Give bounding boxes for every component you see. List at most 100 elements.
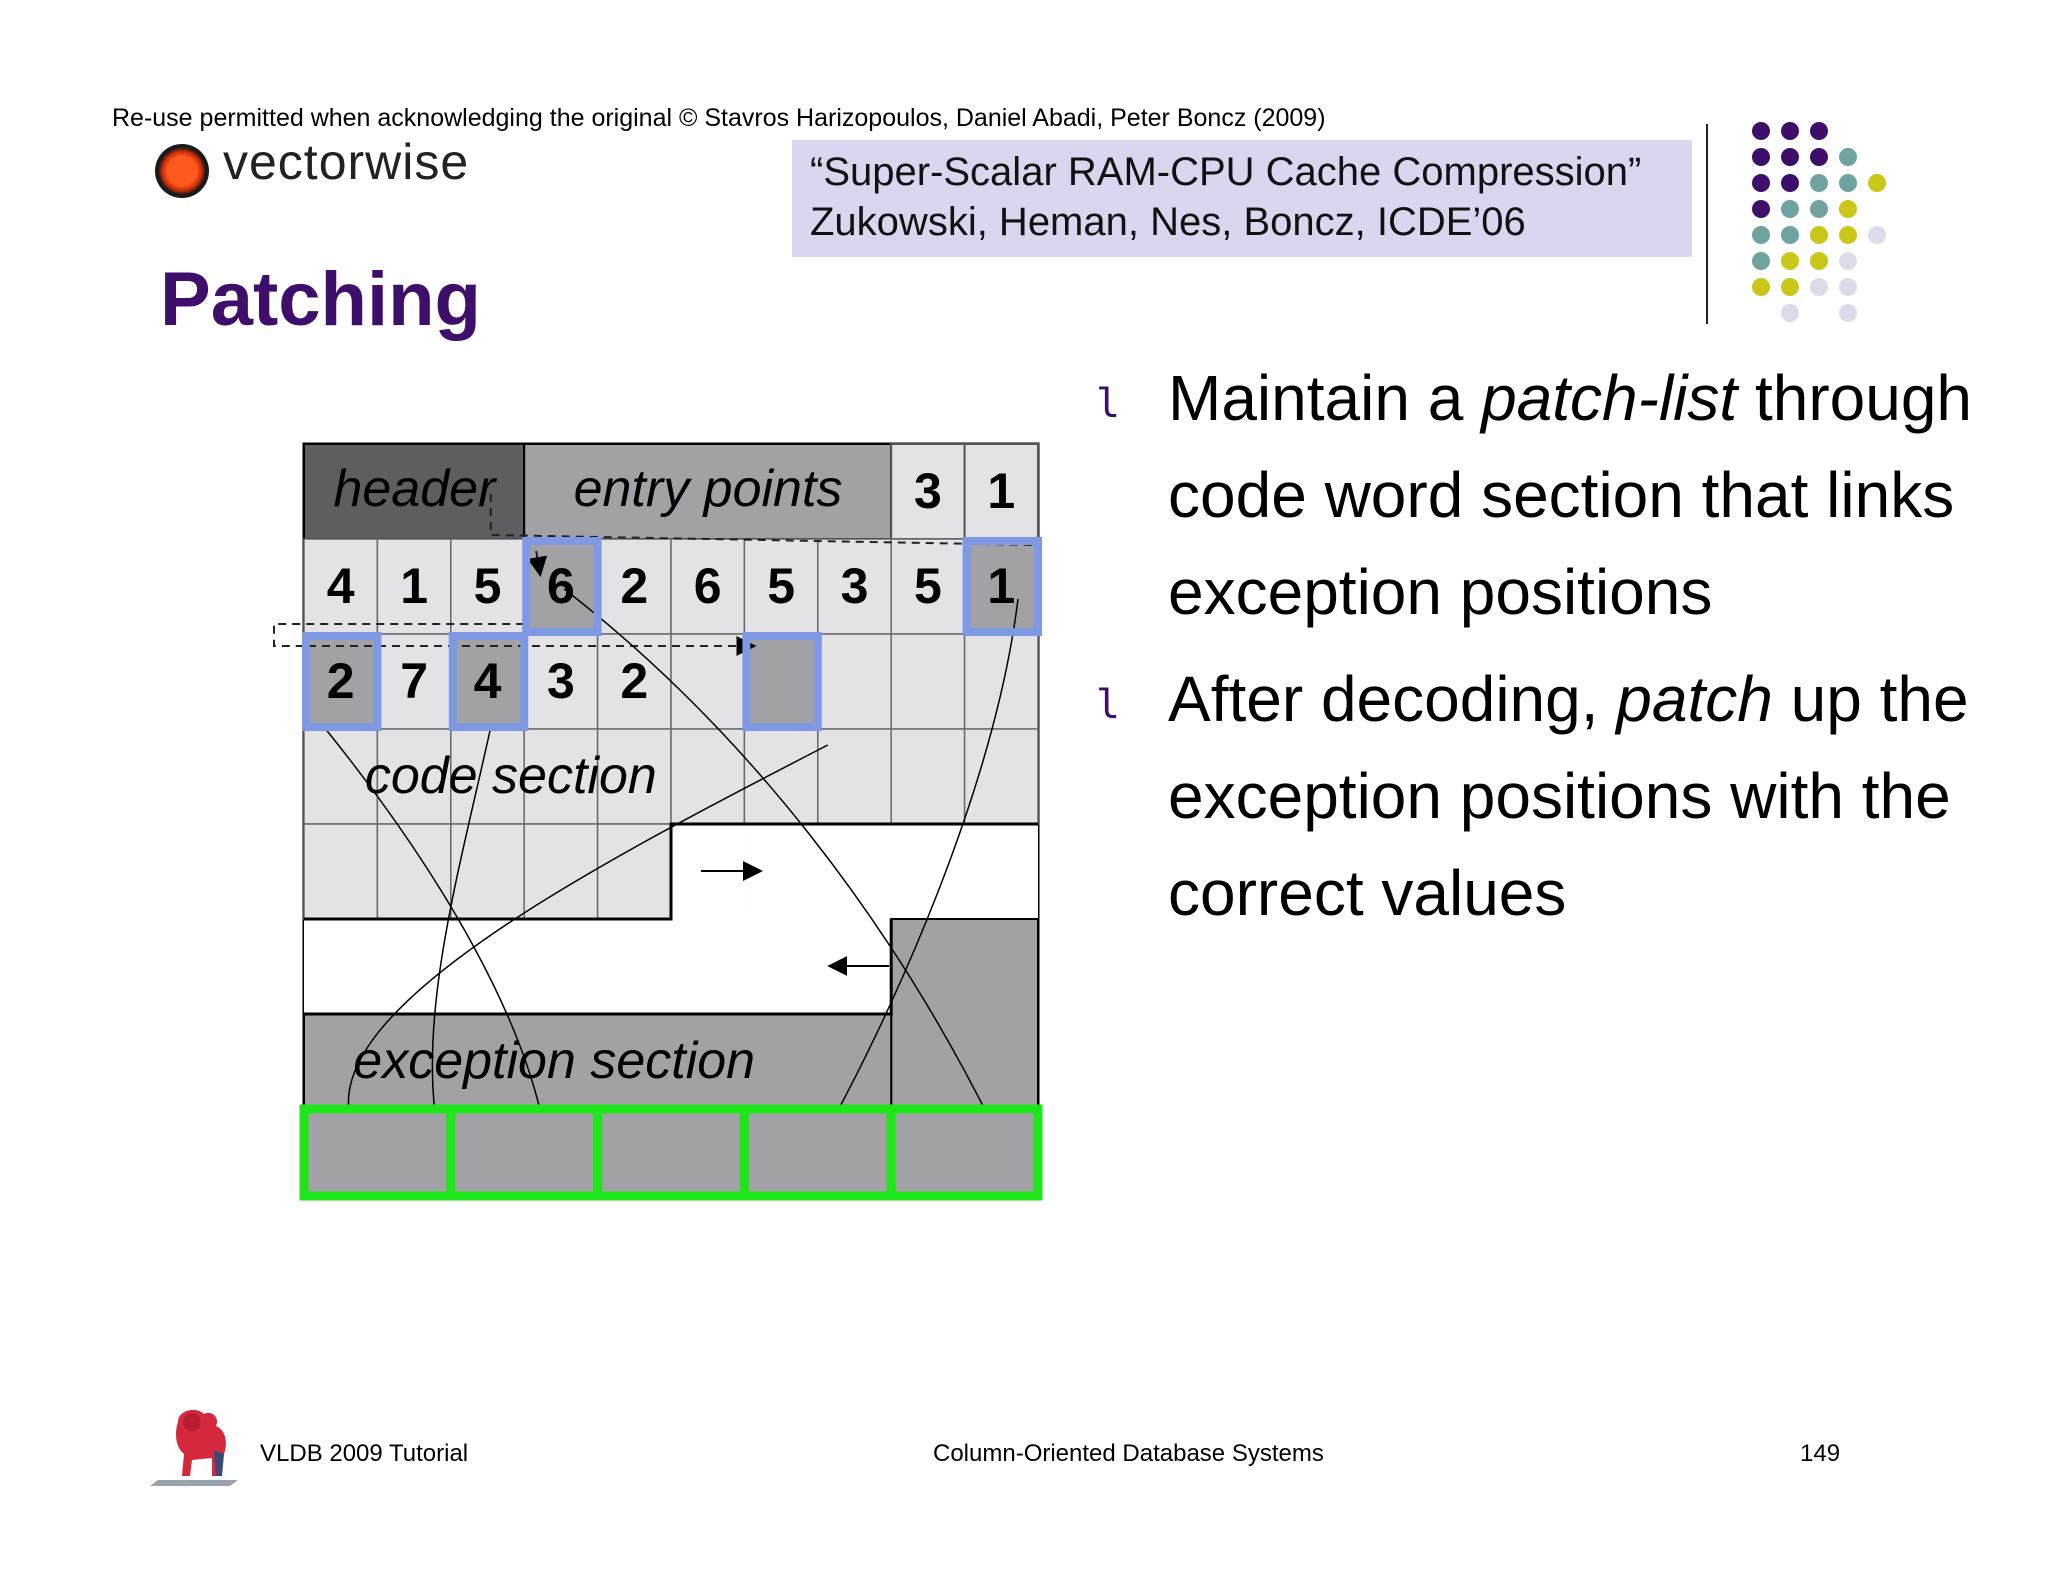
code-cell [303, 823, 379, 920]
free-space [891, 824, 965, 919]
decorative-dot [1752, 148, 1770, 166]
code-value: 5 [914, 558, 942, 614]
decorative-dot [1781, 226, 1799, 244]
bullet-text: Maintain a [1168, 362, 1482, 434]
code-cell [890, 633, 966, 730]
code-cell [523, 633, 599, 730]
reference-box: “Super-Scalar RAM-CPU Cache Compression”… [792, 140, 1692, 257]
decorative-dot [1868, 226, 1886, 244]
exception-highlight [742, 632, 822, 731]
free-space-border [304, 919, 893, 1016]
decorative-dot [1781, 278, 1799, 296]
decorative-dot [1839, 278, 1857, 296]
code-cell [596, 633, 672, 730]
exception-value-cell [446, 1104, 603, 1201]
code-cell [596, 538, 672, 635]
bullet-text: through code word section that links exc… [1168, 362, 1972, 628]
code-value: 3 [841, 558, 869, 614]
exception-cell [304, 634, 378, 729]
code-cell [670, 633, 746, 730]
decorative-dot [1752, 226, 1770, 244]
decorative-dot [1781, 122, 1799, 140]
header-block [303, 443, 526, 540]
exception-highlight [522, 537, 602, 636]
code-cell [890, 728, 966, 825]
exception-highlight [448, 632, 529, 731]
code-value: 6 [694, 558, 722, 614]
bullet-emphasis: patch-list [1481, 362, 1738, 434]
slide-title: Patching [160, 257, 481, 342]
decorative-dot [1839, 226, 1857, 244]
entry-value: 1 [987, 463, 1015, 519]
decorative-dot [1810, 174, 1828, 192]
code-cell [376, 538, 452, 635]
code-cell [596, 728, 672, 825]
decorative-dot [1752, 200, 1770, 218]
code-cell [817, 728, 892, 825]
exception-value-cell [593, 1104, 749, 1201]
code-value: 2 [620, 558, 648, 614]
exception-cell [450, 634, 525, 729]
decorative-dot [1781, 200, 1799, 218]
decorative-dot [1781, 252, 1799, 270]
decorative-dot [1810, 278, 1828, 296]
decorative-dot [1839, 174, 1857, 192]
exception-value-cell [299, 1104, 456, 1201]
bullet-marker: l [1096, 682, 1121, 728]
code-cell [743, 728, 819, 825]
exception-value-cell [739, 1104, 896, 1201]
free-space [817, 824, 892, 919]
decorative-dot [1781, 174, 1799, 192]
credit-line: Re-use permitted when acknowledging the … [112, 104, 1326, 132]
decorative-dot [1752, 278, 1770, 296]
exception-block [890, 918, 1040, 1110]
patch-list-link [527, 550, 548, 577]
value-link [347, 744, 829, 1130]
vectorwise-logo-icon [155, 144, 209, 198]
code-value: 2 [620, 653, 648, 709]
code-cell [450, 823, 525, 920]
decorative-dot [1839, 252, 1857, 270]
footer-event: VLDB 2009 Tutorial [260, 1440, 469, 1467]
code-cell [376, 823, 452, 920]
exception-cell [744, 634, 818, 729]
code-value: 4 [474, 653, 502, 709]
bullet-marker: l [1096, 381, 1121, 427]
bullet-item: l Maintain a patch-list through code word… [1096, 350, 2016, 641]
free-space [964, 824, 1038, 919]
entry-value-cell [890, 443, 966, 540]
bullet-list: l Maintain a patch-list through code word… [1096, 350, 2016, 952]
value-link [563, 588, 996, 1130]
code-cell [596, 823, 672, 920]
entry-value: 3 [914, 463, 942, 519]
code-cell [450, 538, 525, 635]
code-cell [376, 633, 452, 730]
code-cell [817, 633, 892, 730]
entry-points-block [523, 443, 893, 540]
brand-name: vectorwise [223, 134, 470, 190]
reference-authors: Zukowski, Heman, Nes, Boncz, ICDE’06 [810, 200, 1526, 244]
free-space [304, 919, 892, 1014]
divider [1706, 124, 1708, 324]
code-value: 1 [987, 558, 1015, 614]
value-link [827, 598, 1019, 1130]
decorative-dot [1752, 252, 1770, 270]
decorative-dot [1752, 122, 1770, 140]
exception-value-cell [886, 1104, 1043, 1201]
free-space-border [304, 822, 1038, 921]
page-number: 149 [1800, 1440, 1841, 1467]
code-cell [890, 538, 966, 635]
code-cell [743, 538, 819, 635]
code-value: 6 [547, 558, 575, 614]
entry-value-cell [963, 443, 1039, 540]
code-value: 5 [474, 558, 502, 614]
decorative-dot [1868, 174, 1886, 192]
decorative-dot [1752, 174, 1770, 192]
code-cell [303, 538, 379, 635]
code-value: 7 [400, 653, 428, 709]
decorative-dot [1810, 252, 1828, 270]
decorative-dot [1781, 148, 1799, 166]
code-cell [963, 633, 1039, 730]
